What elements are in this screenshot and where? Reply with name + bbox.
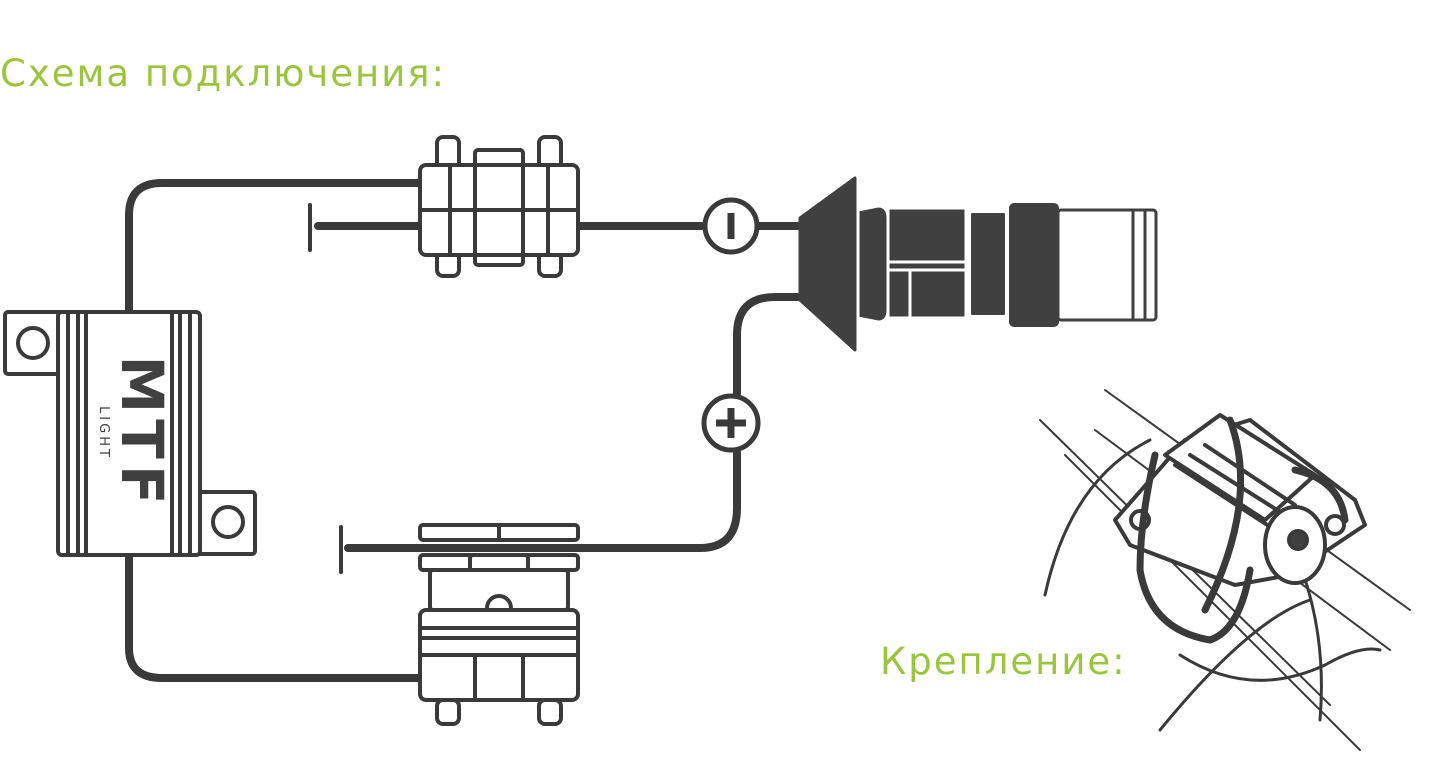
wire-ends bbox=[308, 203, 343, 574]
plus-terminal-icon: + bbox=[701, 393, 761, 453]
minus-terminal-icon: − bbox=[702, 197, 760, 255]
zip-tie-mounting-icon bbox=[1039, 389, 1411, 751]
top-connector-icon bbox=[418, 135, 580, 278]
mounting-label: Крепление: bbox=[880, 640, 1127, 683]
brand-logo-text: MTF bbox=[108, 356, 176, 511]
led-bulb-icon bbox=[798, 176, 1158, 352]
brand-logo: MTF LIGHT bbox=[96, 356, 176, 511]
plus-wire bbox=[344, 293, 804, 552]
load-resistor-icon bbox=[3, 310, 257, 557]
bottom-connector-icon bbox=[418, 523, 580, 726]
page-title: Схема подключения: bbox=[0, 52, 446, 95]
brand-logo-subtext: LIGHT bbox=[96, 406, 111, 460]
resistor-top-wire bbox=[125, 179, 422, 316]
wires bbox=[125, 179, 804, 682]
resistor-bottom-wire bbox=[125, 551, 422, 682]
